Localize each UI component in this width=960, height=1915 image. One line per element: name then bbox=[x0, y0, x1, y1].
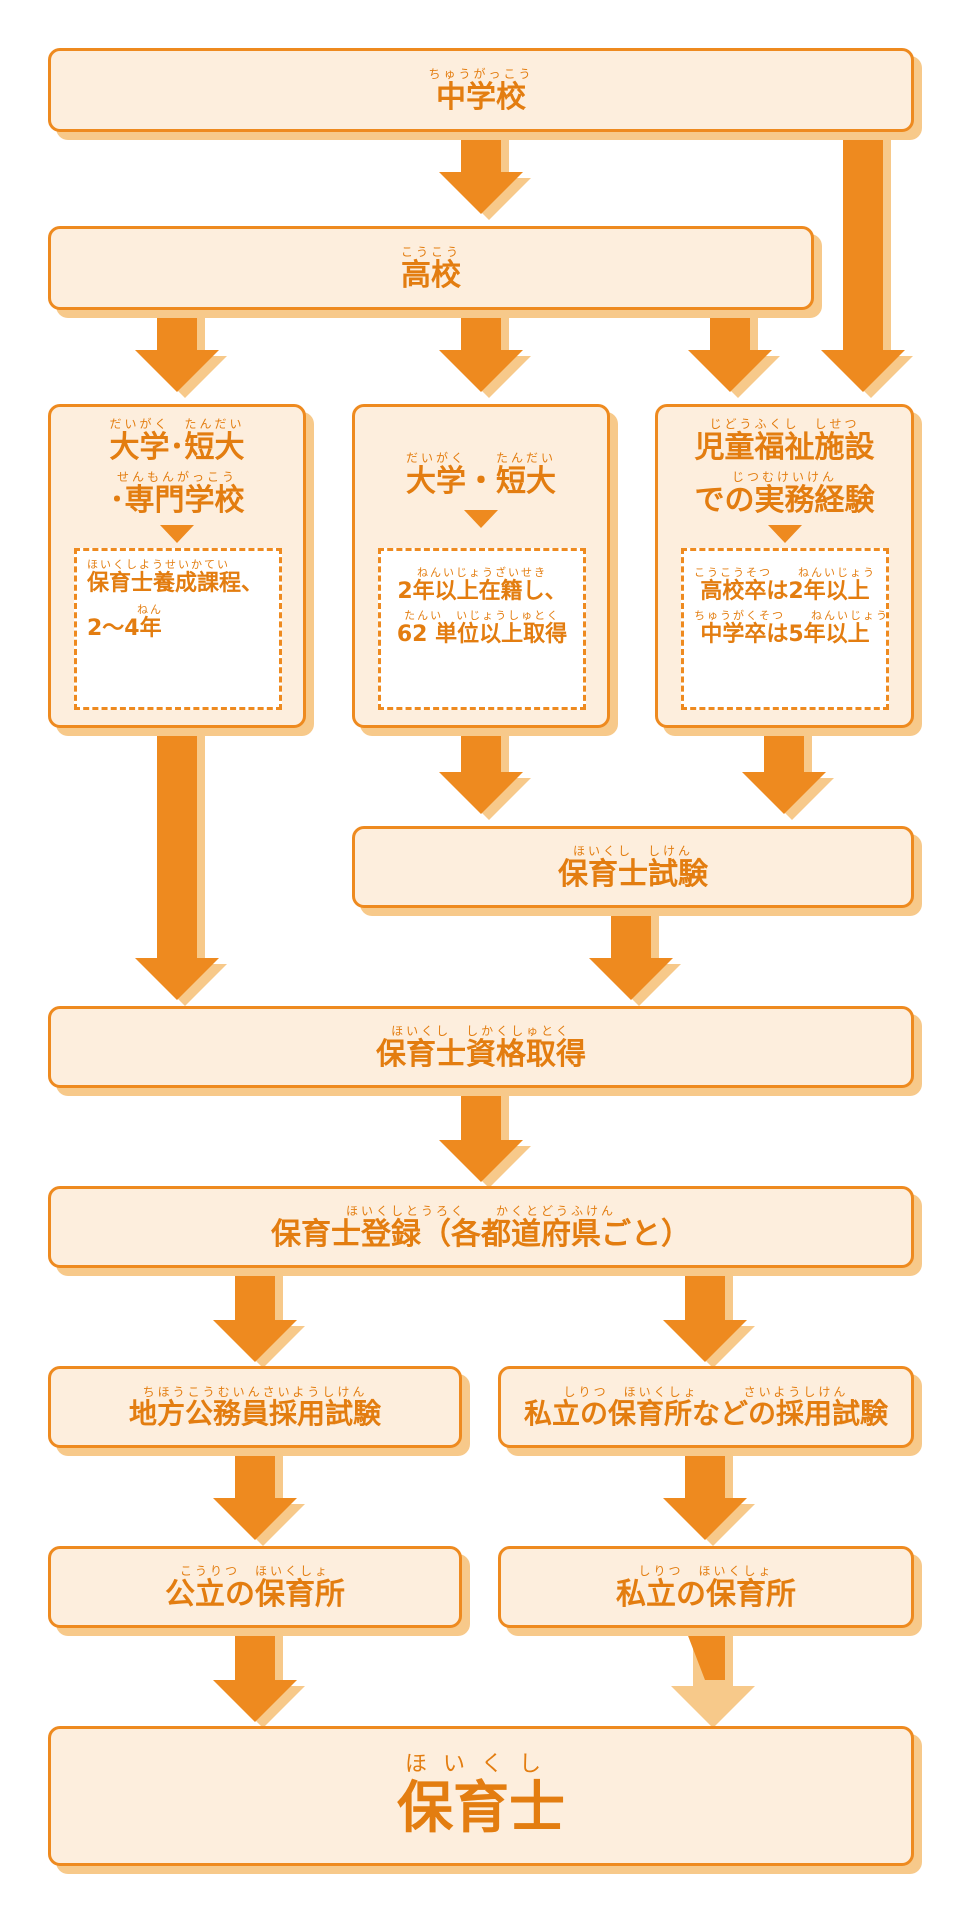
arrow-down bbox=[439, 310, 523, 392]
node-label: 保育士試験 bbox=[558, 856, 708, 892]
ruby: しりつ ほいくしょ さいようしけん bbox=[563, 1384, 849, 1399]
triangle-pointer bbox=[464, 510, 498, 528]
ruby: たんい いじょうしゅとく bbox=[404, 609, 560, 623]
ruby: ほいくしようせいかてい bbox=[87, 558, 230, 571]
node-label: 大学･短大 bbox=[109, 430, 245, 465]
detail-enrollment: ねんいじょうざいせき 2年以上在籍し、 たんい いじょうしゅとく 62 単位以上… bbox=[378, 548, 586, 710]
arrow-down bbox=[589, 908, 673, 1000]
ruby: だいがく たんだい bbox=[109, 417, 245, 431]
triangle-pointer bbox=[160, 525, 194, 543]
triangle-pointer bbox=[767, 525, 802, 543]
node-label: 保育士 bbox=[397, 1776, 565, 1842]
node-private-exam: しりつ ほいくしょ さいようしけん 私立の保育所などの採用試験 bbox=[498, 1366, 914, 1448]
detail-text: 中学卒は5年以上 bbox=[700, 622, 870, 648]
arrow-down bbox=[742, 728, 826, 814]
arrow-down bbox=[685, 1628, 747, 1680]
ruby: ねんいじょうざいせき bbox=[417, 566, 547, 579]
arrow-down bbox=[213, 1268, 297, 1362]
node-label: 中学校 bbox=[436, 79, 526, 115]
node-qualification: ほいくし しかくしゅとく 保育士資格取得 bbox=[48, 1006, 914, 1088]
arrow-down bbox=[135, 728, 219, 1000]
node-label: での実務経験 bbox=[694, 483, 875, 518]
arrow-down bbox=[663, 1448, 747, 1540]
arrow-shadow bbox=[671, 1634, 755, 1728]
node-label: 保育士登録（各都道府県ごと） bbox=[271, 1216, 691, 1252]
node-high-school: こうこう 高校 bbox=[48, 226, 814, 310]
detail-text: 高校卒は2年以上 bbox=[700, 579, 870, 604]
ruby: せんもんがっこう bbox=[116, 470, 237, 484]
detail-text: 62 単位以上取得 bbox=[396, 622, 568, 648]
ruby: ちほうこうむいんさいようしけん bbox=[142, 1384, 368, 1399]
detail-text: 2〜4年 bbox=[87, 616, 162, 642]
arrow-down bbox=[213, 1628, 297, 1722]
node-label: 保育士資格取得 bbox=[376, 1036, 586, 1072]
detail-training-course: ほいくしようせいかてい 保育士養成課程、 ねん 2〜4年 bbox=[74, 548, 282, 710]
node-exam: ほいくし しけん 保育士試験 bbox=[352, 826, 914, 908]
node-label: 地方公務員採用試験 bbox=[128, 1396, 381, 1430]
ruby: じどうふくし しせつ bbox=[709, 417, 860, 431]
arrow-down bbox=[213, 1448, 297, 1540]
ruby: こうこう bbox=[400, 244, 461, 259]
arrow-down bbox=[663, 1268, 747, 1362]
node-label: 私立の保育所などの採用試験 bbox=[523, 1396, 888, 1430]
arrow-down bbox=[439, 728, 523, 814]
ruby: ねん bbox=[137, 603, 163, 617]
node-private-nursery: しりつ ほいくしょ 私立の保育所 bbox=[498, 1546, 914, 1628]
arrow-down bbox=[821, 132, 905, 392]
node-nursery-teacher: ほいくし 保育士 bbox=[48, 1726, 914, 1866]
ruby: こうりつ ほいくしょ bbox=[179, 1563, 331, 1578]
detail-text: 保育士養成課程、 bbox=[87, 571, 264, 596]
ruby: だいがく たんだい bbox=[405, 451, 556, 465]
ruby: ちゅうがくそつ ねんいじょう bbox=[694, 609, 889, 623]
ruby: ほいくしとうろく かくとどうふけん bbox=[345, 1203, 616, 1218]
node-public-exam: ちほうこうむいんさいようしけん 地方公務員採用試験 bbox=[48, 1366, 462, 1448]
node-label: ･専門学校 bbox=[109, 483, 245, 518]
detail-text: 2年以上在籍し、 bbox=[397, 579, 567, 604]
arrow-down bbox=[439, 132, 523, 214]
node-label: 児童福祉施設 bbox=[694, 430, 875, 465]
ruby: こうこうそつ ねんいじょう bbox=[694, 566, 876, 579]
node-registration: ほいくしとうろく かくとどうふけん 保育士登録（各都道府県ごと） bbox=[48, 1186, 914, 1268]
node-public-nursery: こうりつ ほいくしょ 公立の保育所 bbox=[48, 1546, 462, 1628]
node-label: 公立の保育所 bbox=[165, 1576, 345, 1612]
node-label: 高校 bbox=[401, 257, 461, 293]
arrow-down bbox=[135, 310, 219, 392]
arrow-down bbox=[688, 310, 772, 392]
ruby: しりつ ほいくしょ bbox=[638, 1563, 774, 1578]
node-label: 私立の保育所 bbox=[616, 1576, 796, 1612]
ruby: ちゅうがっこう bbox=[428, 66, 534, 81]
detail-work-experience: こうこうそつ ねんいじょう 高校卒は2年以上 ちゅうがくそつ ねんいじょう 中学… bbox=[681, 548, 889, 710]
node-label: 大学・短大 bbox=[406, 464, 556, 499]
node-middle-school: ちゅうがっこう 中学校 bbox=[48, 48, 914, 132]
arrow-down bbox=[439, 1088, 523, 1182]
ruby: じつむけいけん bbox=[731, 470, 837, 484]
ruby: ほいくし しけん bbox=[572, 843, 693, 858]
ruby: ほいくし しかくしゅとく bbox=[391, 1023, 571, 1038]
ruby: ほいくし bbox=[404, 1752, 557, 1778]
